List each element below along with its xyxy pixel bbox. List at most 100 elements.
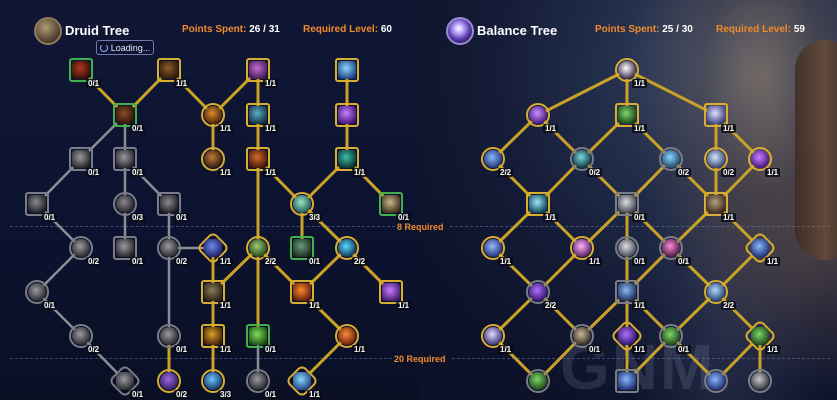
talent-node-l24[interactable] <box>290 236 314 260</box>
talent-node-r22[interactable] <box>570 324 594 348</box>
talent-node-r1[interactable] <box>615 58 639 82</box>
talent-rank-label: 1/1 <box>218 257 234 266</box>
talent-node-r7[interactable] <box>659 147 683 171</box>
talent-node-r14[interactable] <box>570 236 594 260</box>
talent-node-r6[interactable] <box>570 147 594 171</box>
talent-node-r13[interactable] <box>481 236 505 260</box>
talent-icon <box>72 239 90 257</box>
talent-node-l27[interactable] <box>201 280 225 304</box>
talent-node-l3[interactable] <box>246 58 270 82</box>
talent-node-l34[interactable] <box>335 324 359 348</box>
talent-rank-label: 1/1 <box>498 345 514 354</box>
talent-rank-label: 0/2 <box>174 257 190 266</box>
talent-rank-label: 0/1 <box>86 168 102 177</box>
balance-points-value: 25 / 30 <box>662 24 693 35</box>
talent-node-l31[interactable] <box>157 324 181 348</box>
talent-node-l30[interactable] <box>69 324 93 348</box>
talent-rank-label: 0/2 <box>86 257 102 266</box>
talent-node-r3[interactable] <box>615 103 639 127</box>
talent-node-l36[interactable] <box>157 369 181 393</box>
gate-8-required-label: 8 Required <box>397 222 444 232</box>
talent-icon <box>204 239 222 257</box>
talent-node-r8[interactable] <box>704 147 728 171</box>
talent-node-l1[interactable] <box>69 58 93 82</box>
talent-rank-label: 0/1 <box>174 213 190 222</box>
talent-node-r18[interactable] <box>526 280 550 304</box>
talent-rank-label: 0/1 <box>42 301 58 310</box>
talent-node-r15[interactable] <box>615 236 639 260</box>
talent-rank-label: 0/2 <box>587 168 603 177</box>
talent-node-l20[interactable] <box>113 236 137 260</box>
talent-node-r20[interactable] <box>704 280 728 304</box>
talent-node-r26[interactable] <box>526 369 550 393</box>
talent-icon <box>618 327 636 345</box>
talent-node-l38[interactable] <box>246 369 270 393</box>
talent-rank-label: 0/1 <box>676 345 692 354</box>
talent-node-l29[interactable] <box>379 280 403 304</box>
talent-node-l8[interactable] <box>335 103 359 127</box>
talent-node-r2[interactable] <box>526 103 550 127</box>
talent-node-r19[interactable] <box>615 280 639 304</box>
talent-rank-label: 0/1 <box>632 257 648 266</box>
talent-node-l5[interactable] <box>113 103 137 127</box>
talent-node-r28[interactable] <box>704 369 728 393</box>
talent-node-l11[interactable] <box>201 147 225 171</box>
talent-node-r16[interactable] <box>659 236 683 260</box>
talent-rank-label: 1/1 <box>307 301 323 310</box>
talent-node-l19[interactable] <box>69 236 93 260</box>
talent-icon <box>249 106 267 124</box>
talent-node-l37[interactable] <box>201 369 225 393</box>
balance-star-icon[interactable] <box>446 17 474 45</box>
talent-node-r12[interactable] <box>704 192 728 216</box>
talent-rank-label: 0/1 <box>587 345 603 354</box>
talent-node-r4[interactable] <box>704 103 728 127</box>
talent-rank-label: 0/2 <box>676 168 692 177</box>
talent-icon <box>618 106 636 124</box>
talent-icon <box>751 372 769 390</box>
talent-node-l4[interactable] <box>335 58 359 82</box>
talent-icon <box>72 150 90 168</box>
talent-node-l17[interactable] <box>290 192 314 216</box>
talent-icon <box>160 61 178 79</box>
talent-rank-label: 1/1 <box>218 168 234 177</box>
talent-node-l15[interactable] <box>113 192 137 216</box>
talent-rank-label: 1/1 <box>721 124 737 133</box>
talent-node-l9[interactable] <box>69 147 93 171</box>
talent-node-r9[interactable] <box>748 147 772 171</box>
talent-node-l10[interactable] <box>113 147 137 171</box>
talent-node-l25[interactable] <box>335 236 359 260</box>
talent-node-r29[interactable] <box>748 369 772 393</box>
druid-bear-icon[interactable] <box>34 17 62 45</box>
talent-node-l12[interactable] <box>246 147 270 171</box>
talent-icon <box>529 195 547 213</box>
talent-node-r24[interactable] <box>659 324 683 348</box>
talent-node-l7[interactable] <box>246 103 270 127</box>
talent-icon <box>204 283 222 301</box>
talent-node-l23[interactable] <box>246 236 270 260</box>
druid-level-label: Required Level: <box>303 24 379 35</box>
talent-node-l33[interactable] <box>246 324 270 348</box>
talent-node-l2[interactable] <box>157 58 181 82</box>
talent-icon <box>618 61 636 79</box>
talent-node-r11[interactable] <box>615 192 639 216</box>
talent-rank-label: 1/1 <box>765 345 781 354</box>
talent-rank-label: 2/2 <box>543 301 559 310</box>
talent-node-r27[interactable] <box>615 369 639 393</box>
talent-icon <box>116 195 134 213</box>
druid-required-level: Required Level: 60 <box>303 24 392 35</box>
talent-rank-label: 0/1 <box>130 124 146 133</box>
talent-node-l21[interactable] <box>157 236 181 260</box>
talent-node-l18[interactable] <box>379 192 403 216</box>
talent-node-l28[interactable] <box>290 280 314 304</box>
talent-node-r10[interactable] <box>526 192 550 216</box>
gate-line-20-left <box>10 358 392 359</box>
talent-node-l26[interactable] <box>25 280 49 304</box>
talent-node-l32[interactable] <box>201 324 225 348</box>
talent-node-l14[interactable] <box>25 192 49 216</box>
talent-node-l6[interactable] <box>201 103 225 127</box>
talent-node-l13[interactable] <box>335 147 359 171</box>
talent-node-r21[interactable] <box>481 324 505 348</box>
talent-node-r5[interactable] <box>481 147 505 171</box>
talent-node-l16[interactable] <box>157 192 181 216</box>
